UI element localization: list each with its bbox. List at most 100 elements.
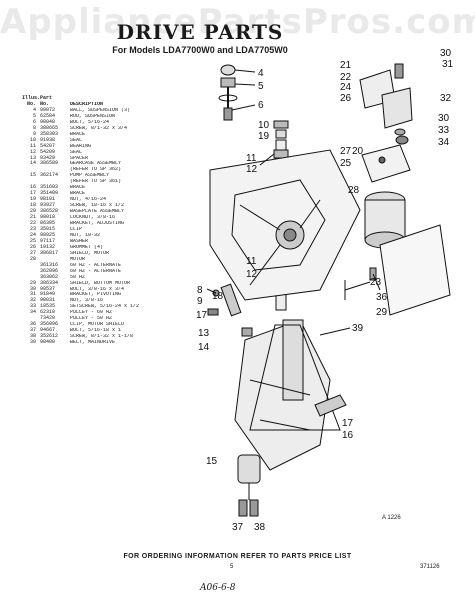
legend-cell-illus: 14 xyxy=(29,160,36,167)
legend-cell-desc: SCREW, 10-16 x 1/2 xyxy=(70,203,125,209)
callout-6: 6 xyxy=(258,100,264,111)
legend-cell-desc: NUT, 3/8-16 xyxy=(70,298,104,304)
spacer-13 xyxy=(241,327,253,337)
legend-cell-part: 351409 xyxy=(40,190,59,197)
legend-cell-illus: 22 xyxy=(29,220,36,227)
legend-cell-part: 18535 xyxy=(40,303,56,310)
motor-pulley xyxy=(395,135,409,145)
legend-cell-desc: ROD, SUSPENSION xyxy=(70,113,116,119)
callout-23: 23 xyxy=(370,277,382,288)
legend-cell-desc: NUT, 10-32 xyxy=(70,232,101,238)
legend-cell-illus: 6 xyxy=(32,118,36,125)
legend-cell-illus: 23 xyxy=(29,225,36,232)
callout-9: 9 xyxy=(197,296,203,307)
legend-cell-part: 99072 xyxy=(40,106,56,113)
legend-cell-illus: 28 xyxy=(29,255,36,262)
legend-cell-desc: SEAL xyxy=(70,137,83,143)
callout-16: 16 xyxy=(342,430,354,441)
screw-17 xyxy=(207,308,219,316)
legend-cell-illus: 15 xyxy=(29,172,36,179)
legend-cell-desc: BOLT, 5/16-18 x 1 xyxy=(70,328,122,334)
leader-6 xyxy=(231,104,256,111)
callout-27: 27 xyxy=(340,146,352,157)
legend-col-no: No. xyxy=(26,100,36,107)
legend-cell-illus: 33 xyxy=(29,303,36,310)
legend-header: No. No. DESCRIPTION xyxy=(22,100,172,108)
legend-cell-desc: BOLT, 3/8-16 x 3/4 xyxy=(70,286,125,292)
legend-cell-desc: PUMP ASSEMBLY xyxy=(70,173,110,179)
callout-28: 28 xyxy=(348,185,360,196)
legend-cell-part: 386817 xyxy=(40,249,59,256)
leader-23 xyxy=(344,281,371,291)
legend-row: (REFER TO SP 361) xyxy=(22,179,172,185)
legend-cell-desc: BASEPLATE ASSEMBLY xyxy=(70,209,125,215)
legend-cell-desc: BRACKET, PIVOTING xyxy=(70,292,122,298)
legend-cell-desc: BEARING xyxy=(70,143,92,149)
callout-30b: 30 xyxy=(438,113,450,124)
legend-cell-desc: SPACER xyxy=(70,155,89,161)
legend-cell-desc: CLIP, MOTOR SHIELD xyxy=(70,322,125,328)
legend-cell-illus: 32 xyxy=(29,297,36,304)
suspension-ball xyxy=(220,64,236,76)
callout-25: 25 xyxy=(340,158,352,169)
legend-cell-illus: 5 xyxy=(32,112,36,119)
callout-29: 29 xyxy=(376,307,388,318)
legend-cell-desc: SCREW, 8/1-32 x 3/4 xyxy=(70,125,128,131)
leader-39 xyxy=(319,327,351,336)
callout-10: 10 xyxy=(258,120,270,131)
page-number: 5 xyxy=(230,564,234,570)
legend-cell-desc: 60 HZ - ALTERNATE xyxy=(70,268,122,274)
legend-cell-part: 98048 xyxy=(40,118,56,125)
callout-22: 22 xyxy=(340,72,352,83)
ordering-info-footer: FOR ORDERING INFORMATION REFER TO PARTS … xyxy=(123,553,352,560)
legend-cell-illus: 19 xyxy=(29,196,36,203)
legend-cell-part: 90537 xyxy=(40,285,56,292)
legend-cell-illus: 30 xyxy=(29,285,36,292)
shaft-bearing xyxy=(273,149,289,159)
legend-cell-desc: LOCKNUT, 3/8-16 xyxy=(70,215,116,221)
motor-shield xyxy=(361,144,411,183)
legend-cell-desc: GEARCASE ASSEMBLY xyxy=(70,161,122,167)
legend-cell-desc: 50 HZ xyxy=(70,274,86,280)
leader-5 xyxy=(234,83,256,86)
gearcase-detail-1 xyxy=(249,379,311,396)
legend-cell-desc: SCREW, 8/1-32 x 1-1/8 xyxy=(70,334,134,340)
legend-cell-illus: 29 xyxy=(29,279,36,286)
legend-cell-illus: 26 xyxy=(29,243,36,250)
legend-cell-desc: BOLT, 5/16-24 xyxy=(70,119,110,125)
legend-cell-part: 93927 xyxy=(40,202,56,209)
legend-cell-part: 386589 xyxy=(40,160,59,167)
legend-cell-part: 94667 xyxy=(40,327,56,334)
callout-31: 31 xyxy=(442,59,454,70)
legend-cell-illus: 11 xyxy=(29,142,36,149)
pump xyxy=(237,454,261,484)
brace-left xyxy=(220,283,242,317)
legend-cell-part: 98101 xyxy=(40,196,56,203)
legend-cell-illus: 8 xyxy=(32,124,36,131)
legend-header-part: Part xyxy=(40,95,53,101)
legend-cell-illus: 16 xyxy=(29,184,36,191)
legend-row: 6 98048 BOLT, 5/16-24 xyxy=(22,118,172,126)
legend-cell-illus: 34 xyxy=(29,309,36,316)
callout-39: 39 xyxy=(352,323,364,334)
